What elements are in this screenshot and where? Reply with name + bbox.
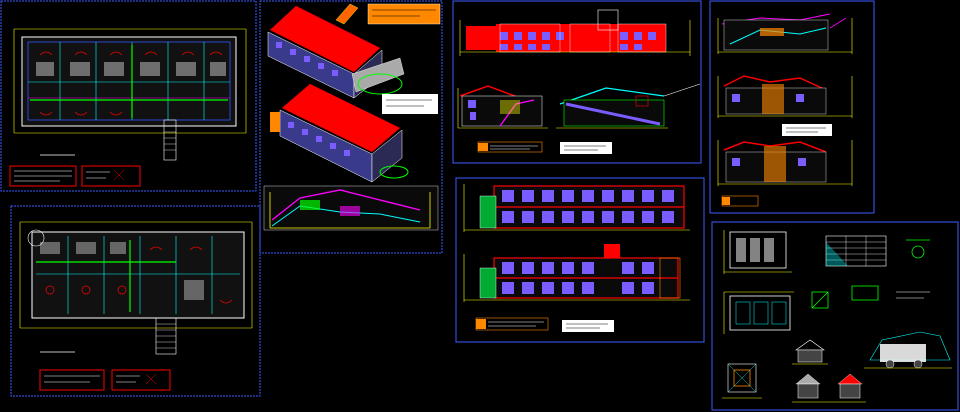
sheet-frame	[455, 177, 705, 343]
sheet-floor-plan-ground	[0, 0, 257, 192]
title-block	[81, 165, 141, 187]
sheet-elevations-sections-a	[452, 0, 702, 164]
legend-block	[39, 369, 105, 391]
sheet-frame	[709, 0, 875, 214]
plan-outer-wall	[21, 36, 237, 127]
sheet-elevations-b	[455, 177, 705, 343]
sheet-isometric-views	[259, 0, 443, 254]
sheet-floor-plan-upper	[10, 205, 261, 397]
plan-outer-wall	[31, 231, 245, 319]
legend-block	[9, 165, 77, 187]
title-block	[111, 369, 171, 391]
sheet-details	[711, 221, 959, 411]
sheet-sections-c	[709, 0, 875, 214]
sheet-frame	[0, 0, 257, 192]
sheet-frame	[452, 0, 702, 164]
sheet-frame	[259, 0, 443, 254]
sheet-frame	[711, 221, 959, 411]
sheet-frame	[10, 205, 261, 397]
plan-dimension-lines	[13, 28, 247, 134]
